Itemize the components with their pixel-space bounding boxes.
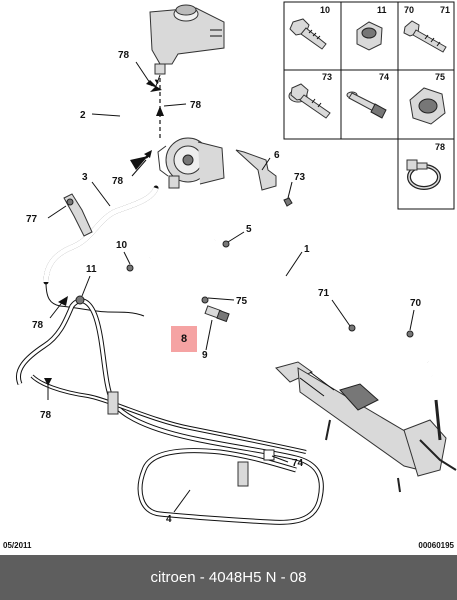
connector-9 [204,305,230,323]
inset-label-73: 73 [322,72,332,82]
fluid-reservoir [149,4,225,75]
footer-caption: citroen - 4048H5 N - 08 [150,569,307,586]
callout-4: 4 [166,514,172,525]
callout-10: 10 [116,240,128,251]
callout-6: 6 [274,150,280,161]
callout-71: 71 [318,288,330,299]
clip-74-marker [263,449,275,461]
diagram-date: 05/2011 [3,541,32,550]
bolt-73-icon [288,83,331,119]
highlighted-part-label: 8 [180,333,188,345]
callout-9: 9 [202,350,208,361]
bolt-71-marker [348,324,356,332]
nut-75-icon [409,87,446,125]
callout-78-d: 78 [32,320,44,331]
bracket-6 [235,149,277,191]
inset-label-11: 11 [377,5,387,15]
callout-78-a: 78 [118,50,130,61]
bolt-70-marker [406,330,414,338]
callout-1: 1 [304,244,310,255]
callout-78-c: 78 [112,176,124,187]
hose-clamp-78-icon [406,159,441,190]
bolt-73-icon [283,197,293,207]
callout-2: 2 [80,110,86,121]
callout-labels: 78 2 78 78 3 77 6 73 10 5 11 1 78 75 9 7… [26,50,422,525]
bolt-70-71-icon [403,20,447,53]
callout-78-b: 78 [190,100,202,111]
inset-label-78: 78 [435,142,445,152]
bolt-10-marker [126,264,134,272]
callout-5: 5 [246,224,252,235]
footer-bar [0,555,457,600]
callout-3: 3 [82,172,88,183]
callout-75: 75 [236,296,248,307]
callout-78-e: 78 [40,410,52,421]
nut-11-marker [75,295,85,305]
return-hose-2 [122,78,159,159]
fastener-inset-grid: 10 11 70 71 73 74 [283,1,455,210]
inset-label-70: 70 [404,5,414,15]
clip-74-icon [346,91,387,119]
callout-73: 73 [294,172,306,183]
steering-rack [275,361,457,493]
nut-75-marker [201,296,209,304]
callout-74: 74 [292,458,304,469]
hose-3 [43,185,159,285]
nut-11-icon [356,21,383,51]
power-steering-pump [157,137,225,189]
inset-label-10: 10 [320,5,330,15]
bolt-5-marker [222,240,230,248]
parts-diagram: 10 11 70 71 73 74 [16,1,457,525]
callout-70: 70 [410,298,422,309]
diagram-reference: 00060195 [418,541,454,550]
inset-label-74: 74 [379,72,389,82]
highlighted-part-badge: 8 [171,326,197,352]
callout-11: 11 [86,264,97,275]
bolt-10-icon [289,18,327,50]
inset-label-71: 71 [440,5,450,15]
cooler-loop-4 [16,281,324,525]
clip-77 [63,193,93,237]
pressure-pipe-1 [138,239,433,377]
callout-77: 77 [26,214,38,225]
inset-label-75: 75 [435,72,445,82]
